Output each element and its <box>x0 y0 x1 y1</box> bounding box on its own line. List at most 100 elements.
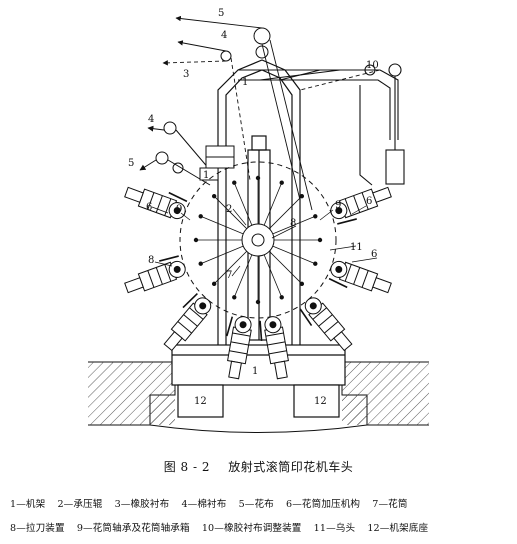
legend-item: 6—花筒加压机构 <box>286 499 361 510</box>
spoke-line <box>233 182 253 226</box>
box-rib <box>164 198 172 216</box>
roller-hub <box>309 302 317 310</box>
legend-item: 7—花筒 <box>372 499 408 510</box>
label-pressure-mechanism-right-top: 6 <box>366 196 372 207</box>
box-rib <box>312 307 327 320</box>
legend-item: 10—橡胶衬布调整装置 <box>201 523 302 534</box>
box-rib <box>177 321 192 334</box>
print-unit <box>226 316 252 380</box>
pressure-arm <box>274 360 288 380</box>
label-pressure-mechanism-left: 6 <box>146 202 152 213</box>
spoke-line <box>263 254 283 298</box>
spoke-line <box>272 215 316 235</box>
print-units <box>124 186 392 380</box>
spoke-end <box>211 281 217 287</box>
doctor-blade <box>159 255 179 262</box>
pressure-arm <box>163 331 183 352</box>
label-print-cloth-left: 5 <box>128 158 134 169</box>
pressure-arm <box>228 360 242 380</box>
label-frame: 1 <box>203 170 209 181</box>
legend-item: 8—拉刀装置 <box>10 523 65 534</box>
legend-item: 1—机架 <box>10 499 46 510</box>
spoke-line <box>213 251 247 285</box>
box-rib <box>232 332 251 337</box>
print-unit <box>163 292 212 352</box>
roller-hub <box>173 265 181 273</box>
box-rib <box>353 195 361 213</box>
doctor-blade <box>168 191 188 203</box>
spoke-line <box>272 245 316 265</box>
label-bearing-right: 9 <box>335 200 341 211</box>
doctor-blade <box>337 218 357 225</box>
spoke-line <box>200 215 244 235</box>
box-rib <box>164 264 172 282</box>
spoke-end <box>255 299 261 305</box>
box-rib <box>344 198 352 216</box>
legend-item: 4—棉衬布 <box>181 499 227 510</box>
doctor-blade <box>182 292 198 309</box>
spoke-line <box>213 195 247 229</box>
label-print-cloth-top: 5 <box>218 8 224 19</box>
roller-hub <box>335 265 343 273</box>
box-rib <box>344 264 352 282</box>
label-cotton-blanket-entry: 4 <box>148 114 154 125</box>
box-rib <box>189 307 204 320</box>
label-bearing-left: 9 <box>176 204 182 215</box>
label-cotton-blanket: 4 <box>221 30 227 41</box>
label-frame-top: 1 <box>242 77 248 88</box>
pressure-arm <box>372 277 392 294</box>
spoke-end <box>313 214 318 219</box>
box-rib <box>155 195 163 213</box>
legend-item: 3—橡胶衬布 <box>114 499 170 510</box>
label-frame-bottom: 1 <box>252 366 258 377</box>
label-base-right: 12 <box>314 396 327 407</box>
box-rib <box>230 341 249 346</box>
drive-motor <box>199 145 235 181</box>
print-unit <box>299 297 353 352</box>
spoke-end <box>255 175 261 181</box>
leader-lines <box>151 205 378 277</box>
top-guide-rollers <box>220 27 271 62</box>
box-rib <box>267 341 286 346</box>
roller-hub <box>199 302 207 310</box>
label-doctor-center: 8 <box>290 218 296 229</box>
spoke-end <box>317 237 323 243</box>
label-rubber-blanket: 3 <box>183 69 189 80</box>
top-boom <box>238 63 405 186</box>
legend-item: 2—承压辊 <box>57 499 103 510</box>
print-unit <box>259 316 289 380</box>
box-rib <box>147 270 155 288</box>
spoke-line <box>263 182 283 226</box>
pressure-arm <box>124 186 144 203</box>
label-blanket-adjust: 10 <box>366 60 379 71</box>
legend-row-1: 1—机架 2—承压辊 3—橡胶衬布 4—棉衬布 5—花布 6—花筒加压机构 7—… <box>10 496 510 510</box>
spoke-end <box>232 180 237 185</box>
box-rib <box>268 350 287 355</box>
spoke-end <box>279 180 284 185</box>
label-pressure-mechanism-right-mid: 6 <box>371 249 377 260</box>
legend-item: 12—机架底座 <box>367 523 429 534</box>
foundation <box>88 361 429 433</box>
box-rib <box>361 192 369 210</box>
pressure-arm <box>124 277 144 294</box>
spoke-line <box>233 254 253 298</box>
print-unit <box>330 186 392 225</box>
figure-caption: 图 8 - 2 放射式滚筒印花机车头 <box>0 458 517 475</box>
pressure-arm <box>372 186 392 203</box>
spoke-end <box>198 261 203 266</box>
diagram-canvas: 5 4 3 1 10 4 5 1 2 6 9 9 6 8 11 6 8 7 1 … <box>88 8 429 433</box>
roller-hub <box>239 321 247 329</box>
spoke-end <box>313 261 318 266</box>
entry-rollers <box>139 121 211 186</box>
doctor-blade <box>328 277 348 289</box>
spoke-line <box>200 245 244 265</box>
machine-base <box>171 344 346 418</box>
legend-item: 5—花布 <box>238 499 274 510</box>
roller-hub <box>173 207 181 215</box>
legend-item: 11—乌头 <box>313 523 356 534</box>
radial-spokes <box>193 175 323 305</box>
box-rib <box>229 350 248 355</box>
spoke-line <box>269 195 303 229</box>
label-base-left: 12 <box>194 396 207 407</box>
box-rib <box>147 192 155 210</box>
